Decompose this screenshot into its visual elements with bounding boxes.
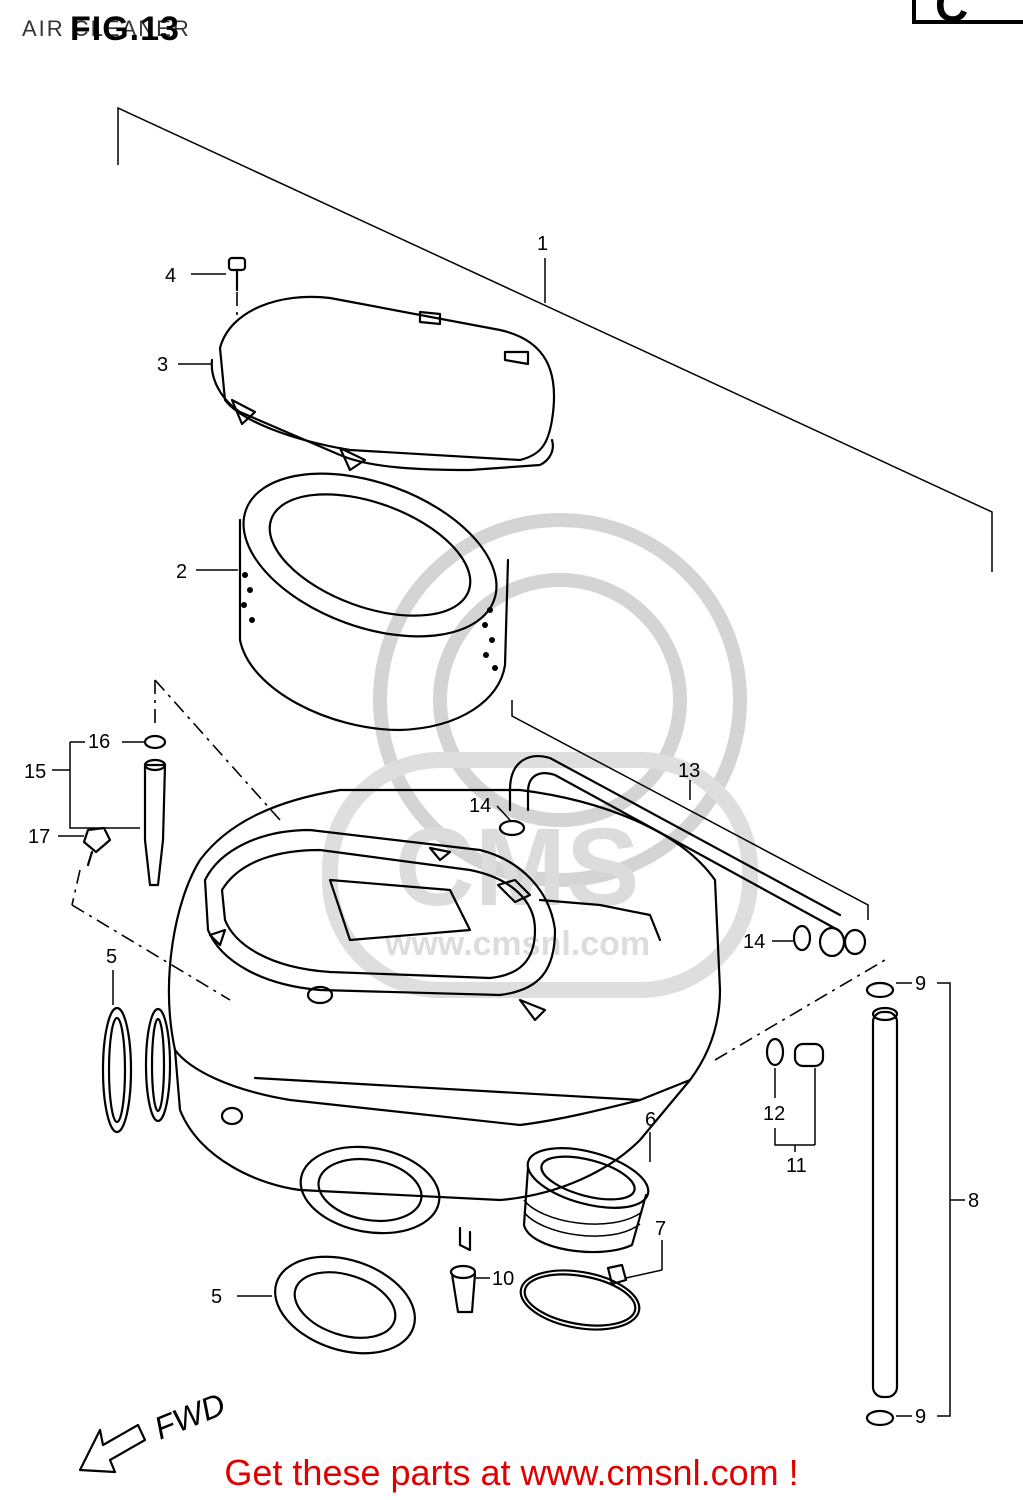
- part-drain-tube: [52, 734, 167, 887]
- part-filter: [196, 472, 510, 732]
- assembly-bracket: [117, 106, 993, 572]
- part-screw: [191, 256, 247, 318]
- part-cover: [178, 295, 556, 472]
- callout-4: 4: [165, 265, 176, 287]
- callout-16: 16: [88, 731, 110, 753]
- fwd-label: FWD: [149, 1386, 230, 1447]
- callout-11: 11: [786, 1155, 807, 1177]
- callout-2: 2: [176, 561, 187, 583]
- callout-12: 12: [763, 1103, 785, 1125]
- callout-10: 10: [492, 1268, 514, 1290]
- parts-link-banner[interactable]: Get these parts at www.cmsnl.com !: [224, 1452, 799, 1493]
- callout-3: 3: [157, 354, 168, 376]
- part-clamp: [519, 1240, 663, 1331]
- callout-labels: 1 2 3 4 5 5 6 7 8 9 9 10 11 12 13 14 14 …: [24, 233, 979, 1428]
- callout-5-bottom: 5: [211, 1286, 222, 1308]
- callout-6: 6: [645, 1109, 656, 1131]
- callout-15: 15: [24, 761, 46, 783]
- part-intake-seal: [101, 970, 441, 1355]
- callout-13: 13: [678, 760, 700, 782]
- watermark-logo: CMS www.cmsnl.com: [322, 513, 758, 998]
- corner-frame: [912, 0, 1023, 24]
- section-title: AIR CLEANER: [22, 16, 191, 41]
- part-long-tube: [865, 981, 965, 1427]
- callout-5-top: 5: [106, 946, 117, 968]
- figure-label: FIG.13: [70, 10, 180, 48]
- guide-line: [154, 679, 281, 821]
- part-duct: [522, 1132, 651, 1254]
- part-hose-clip: [496, 805, 867, 958]
- part-airbox: [167, 788, 722, 1252]
- callout-9-top: 9: [915, 973, 926, 995]
- part-cap: [714, 959, 886, 1152]
- part-plug: [449, 1264, 490, 1314]
- callout-7: 7: [655, 1218, 666, 1240]
- corner-letter: C: [935, 0, 969, 31]
- callout-17: 17: [28, 826, 50, 848]
- callout-14-top: 14: [469, 795, 491, 817]
- watermark-url: www.cmsnl.com: [384, 925, 650, 963]
- callout-1: 1: [537, 233, 548, 255]
- part-bolt: [58, 826, 231, 1001]
- hose-bracket: [511, 700, 869, 920]
- callout-8: 8: [968, 1190, 979, 1212]
- callout-9-bottom: 9: [915, 1406, 926, 1428]
- callout-14-right: 14: [743, 931, 765, 953]
